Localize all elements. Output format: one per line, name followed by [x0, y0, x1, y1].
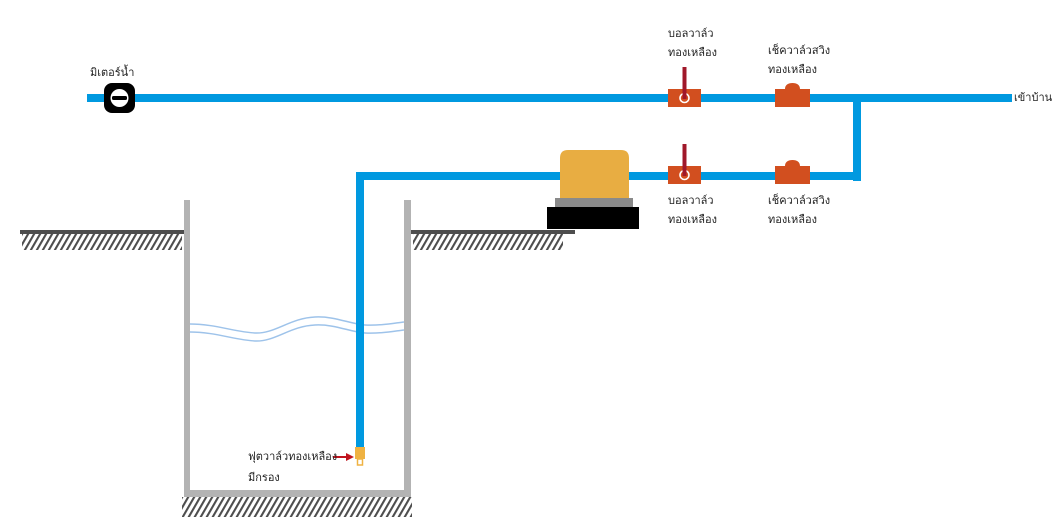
- bottom-ball-valve-label-2: ทองเหลือง: [668, 213, 717, 226]
- ground-bottom: [182, 497, 412, 517]
- top-check-valve-label-2: ทองเหลือง: [768, 63, 817, 76]
- ground-right: [411, 230, 575, 250]
- bottom-check-valve-label-1: เช็ควาล์วสวิง: [768, 194, 831, 207]
- foot-valve-label-2: มีกรอง: [248, 471, 280, 484]
- well: [184, 200, 411, 497]
- pipes: [87, 94, 1012, 448]
- riser-pipe: [853, 94, 861, 181]
- pump-icon: [547, 150, 639, 229]
- top-check-valve-label-1: เช็ควาล์วสวิง: [768, 44, 831, 57]
- bottom-check-valve-icon: [775, 160, 810, 184]
- foot-valve-icon: [355, 447, 365, 466]
- bottom-check-valve-label-2: ทองเหลือง: [768, 213, 817, 226]
- water-meter-label: มิเตอร์น้ำ: [90, 66, 135, 79]
- bottom-ball-valve-icon: [668, 144, 701, 184]
- top-check-valve-icon: [775, 83, 810, 107]
- well-bottom: [184, 490, 411, 497]
- well-left-wall: [184, 200, 190, 497]
- top-ball-valve-label-2: ทองเหลือง: [668, 46, 717, 59]
- foot-valve-arrow-icon: [333, 453, 354, 461]
- suction-pipe: [356, 172, 364, 448]
- top-ball-valve-label-1: บอลวาล์ว: [668, 27, 714, 40]
- well-right-wall: [404, 200, 411, 497]
- foot-valve-label-1: ฟุตวาล์วทองเหลือง: [248, 450, 338, 463]
- ground-left: [20, 230, 184, 250]
- main-pipe: [87, 94, 1012, 102]
- water-surface: [189, 316, 405, 342]
- to-house-label: เข้าบ้าน: [1014, 91, 1053, 104]
- bottom-ball-valve-label-1: บอลวาล์ว: [668, 194, 714, 207]
- water-meter-icon: [104, 83, 135, 113]
- top-ball-valve-icon: [668, 67, 701, 107]
